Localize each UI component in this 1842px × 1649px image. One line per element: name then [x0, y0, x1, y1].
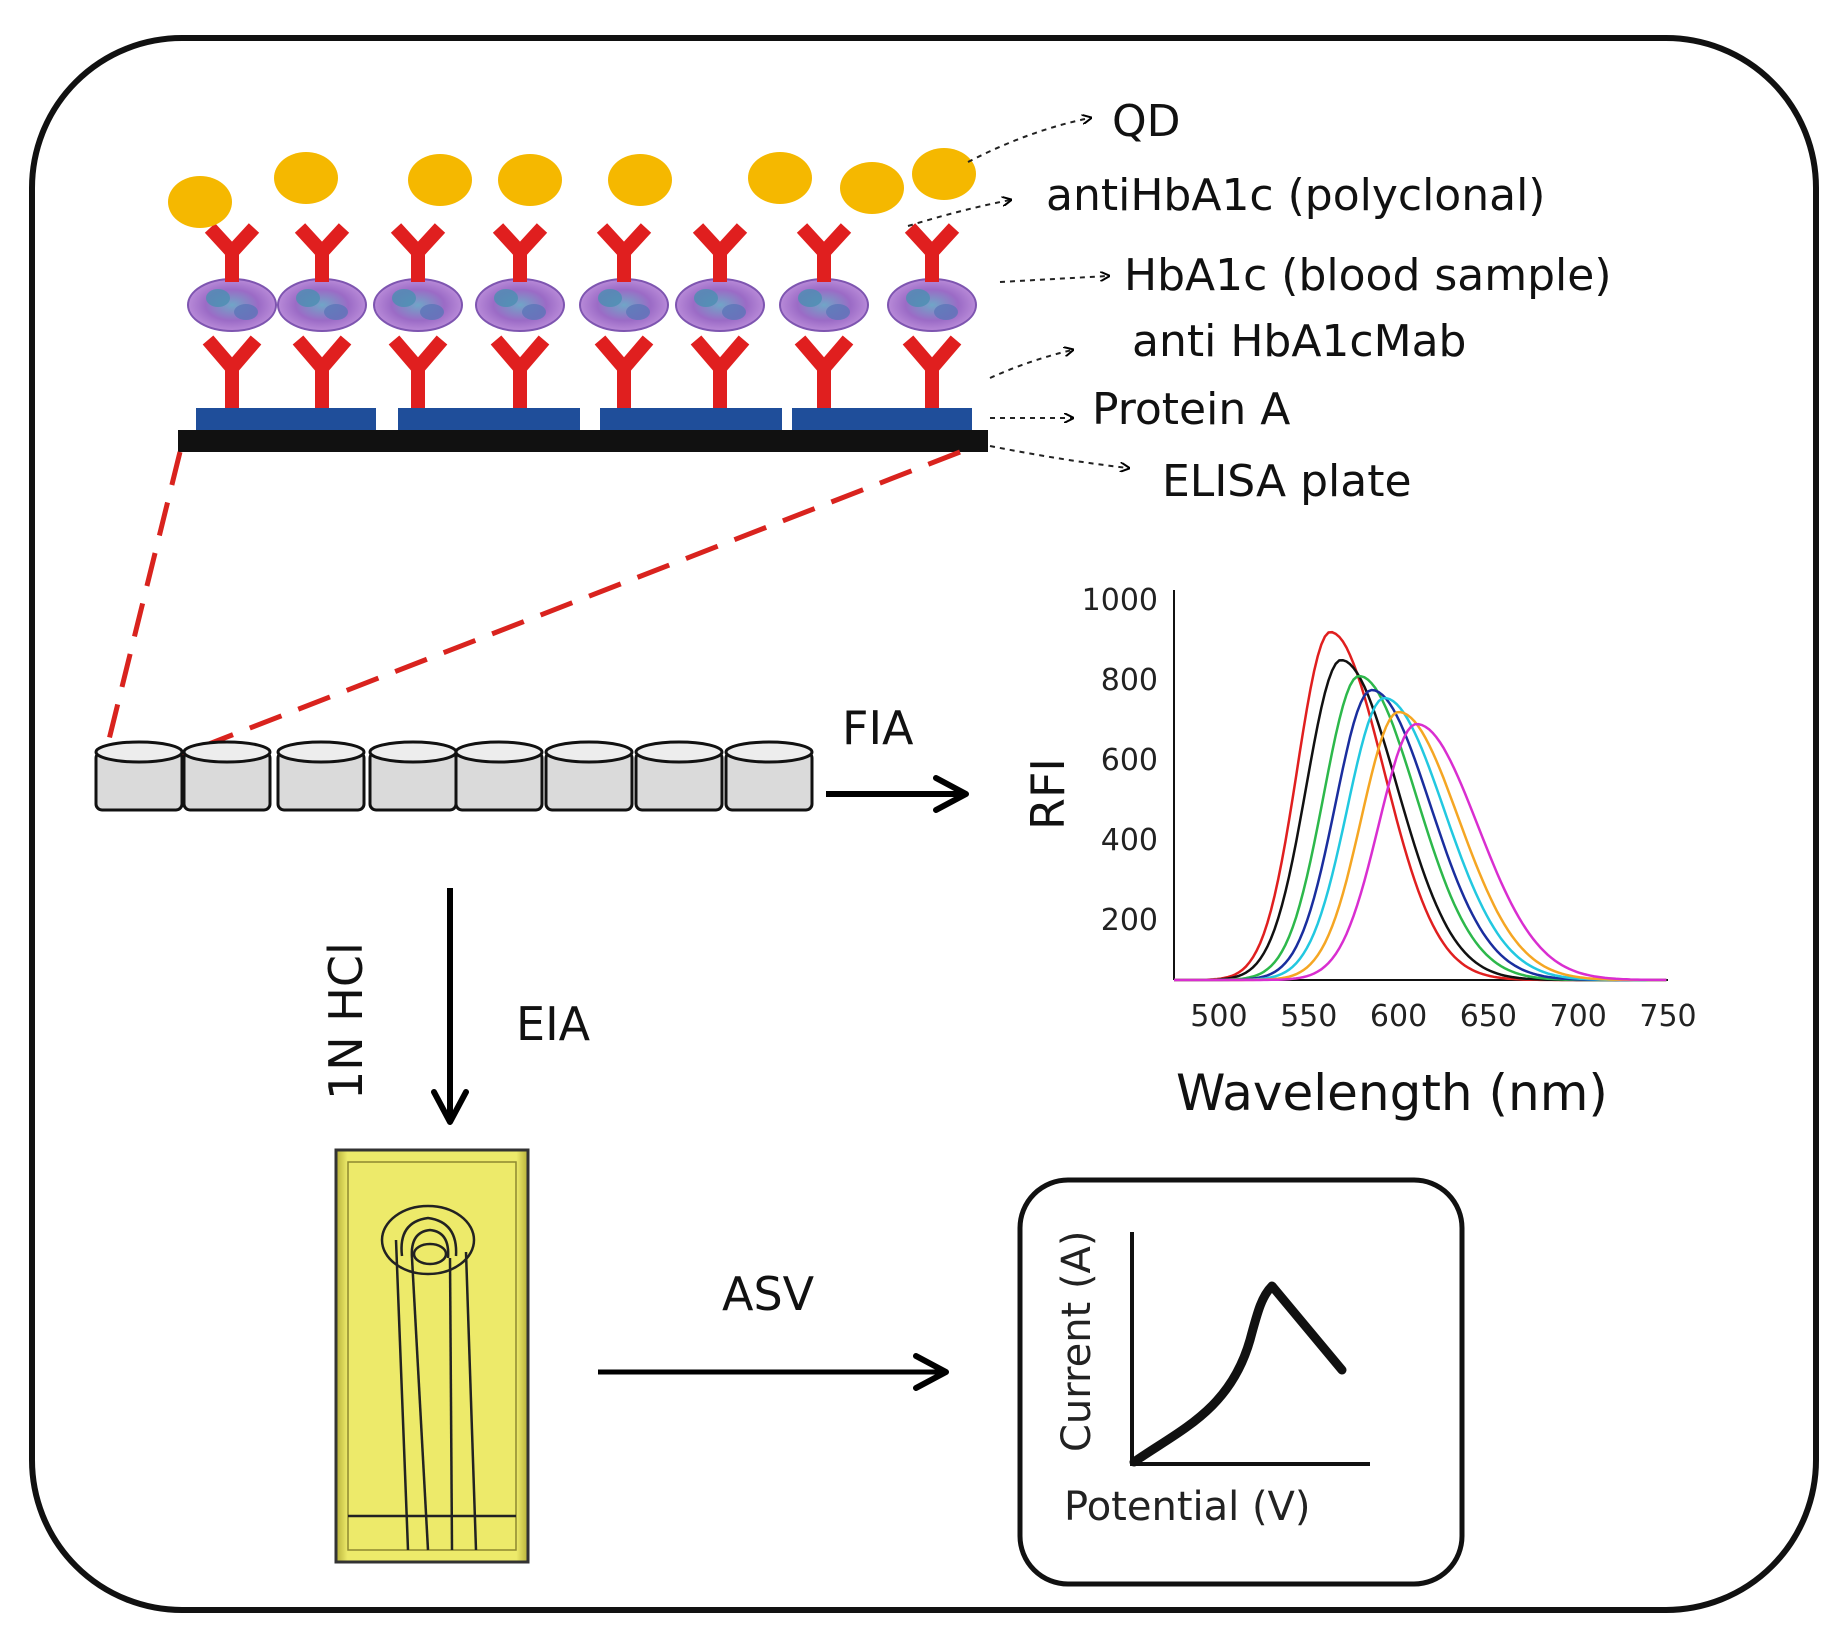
quantum-dot [748, 152, 812, 204]
voltammogram-y-label: Current (A) [1054, 1230, 1100, 1452]
x-tick-label: 550 [1280, 999, 1337, 1034]
protein-a-layer [196, 408, 972, 430]
quantum-dot [274, 152, 338, 204]
quantum-dot [840, 162, 904, 214]
monoclonal-antibody [794, 335, 854, 408]
quantum-dot [168, 176, 232, 228]
monoclonal-antibody [490, 335, 550, 408]
pointer-arrow-plate [989, 445, 1128, 468]
fluorescence-x-label: Wavelength (nm) [1176, 1064, 1608, 1122]
y-tick-label: 800 [1101, 663, 1158, 698]
quantum-dot [498, 154, 562, 206]
quantum-dot [608, 154, 672, 206]
polyclonal-antibody [390, 223, 446, 282]
hba1c-protein [187, 278, 277, 332]
polyclonal-antibody [796, 223, 852, 282]
protein-a-segment [792, 408, 972, 430]
label-hba1c-sample: HbA1c (blood sample) [1124, 250, 1612, 301]
elisa-well [634, 740, 724, 812]
voltammogram-panel: Current (A) Potential (V) [1017, 1177, 1465, 1587]
asv-label: ASV [722, 1267, 815, 1321]
elisa-well [544, 740, 634, 812]
hba1c-protein [475, 278, 565, 332]
polyclonal-antibody [294, 223, 350, 282]
fluorescence-series-line [1174, 722, 1667, 982]
x-tick-label: 500 [1190, 999, 1247, 1034]
fluorescence-series [1174, 630, 1667, 982]
voltammogram-peak-curve [1129, 1281, 1347, 1467]
y-tick-label: 200 [1101, 903, 1158, 938]
label-protein-a: Protein A [1092, 384, 1290, 435]
fluorescence-y-label: RFI [1021, 758, 1075, 830]
acid-label: 1N HCl [319, 942, 373, 1100]
monoclonal-antibody [902, 335, 962, 408]
label-qd: QD [1112, 96, 1181, 147]
pointer-arrow-polyclonal [907, 200, 1010, 227]
polyclonal-antibody [904, 223, 960, 282]
y-tick-label: 600 [1101, 743, 1158, 778]
hba1c-protein [579, 278, 669, 332]
label-monoclonal-antibody: anti HbA1cMab [1132, 316, 1466, 367]
voltammogram-x-label: Potential (V) [1064, 1484, 1311, 1530]
protein-a-segment [196, 408, 376, 430]
quantum-dot [408, 154, 472, 206]
fia-label: FIA [842, 701, 914, 755]
monoclonal-antibody [388, 335, 448, 408]
x-tick-label: 650 [1460, 999, 1517, 1034]
elisa-well-strip [94, 740, 814, 812]
protein-a-segment [398, 408, 580, 430]
protein-a-segment [600, 408, 782, 430]
hba1c-protein [887, 278, 977, 332]
antibody-stack [168, 148, 977, 408]
pointer-arrow-mab [989, 350, 1072, 379]
electrode-face [347, 1161, 517, 1551]
monoclonal-antibody [292, 335, 352, 408]
elisa-well [368, 740, 458, 812]
x-tick-label: 700 [1550, 999, 1607, 1034]
polyclonal-antibody [596, 223, 652, 282]
pointer-arrow-hba1c [999, 276, 1108, 283]
monoclonal-antibody [594, 335, 654, 408]
elisa-well [454, 740, 544, 812]
sandwich-assay-surface [168, 148, 988, 452]
working-electrode-rings [380, 1204, 476, 1276]
eia-label: EIA [516, 997, 591, 1051]
hba1c-protein [373, 278, 463, 332]
elisa-well [724, 740, 814, 812]
electrode-tracks [394, 1239, 478, 1551]
layer-pointer-arrows [907, 118, 1128, 468]
monoclonal-antibody [690, 335, 750, 408]
fluorescence-x-ticks: 500 550 600 650 700 750 [1190, 999, 1696, 1034]
x-tick-label: 600 [1370, 999, 1427, 1034]
zoom-line-right [177, 449, 961, 759]
elisa-well [182, 740, 272, 812]
polyclonal-antibody [492, 223, 548, 282]
layer-labels: QD antiHbA1c (polyclonal) HbA1c (blood s… [1046, 96, 1612, 507]
x-tick-label: 750 [1639, 999, 1696, 1034]
screen-printed-electrode [334, 1148, 530, 1564]
zoom-lines [97, 449, 961, 777]
elisa-well [94, 740, 184, 812]
polyclonal-antibody [692, 223, 748, 282]
monoclonal-antibody [202, 335, 262, 408]
hba1c-protein [675, 278, 765, 332]
fluorescence-y-ticks: 200 400 600 800 1000 [1082, 583, 1158, 938]
polyclonal-antibody [204, 223, 260, 282]
y-tick-label: 400 [1101, 823, 1158, 858]
hba1c-protein [277, 278, 367, 332]
label-elisa-plate: ELISA plate [1162, 456, 1412, 507]
hba1c-protein [779, 278, 869, 332]
label-polyclonal-antibody: antiHbA1c (polyclonal) [1046, 170, 1545, 221]
zoom-line-left [97, 451, 183, 777]
quantum-dot [912, 148, 976, 200]
elisa-well [276, 740, 366, 812]
elisa-plate-bar [178, 430, 988, 452]
y-tick-label: 1000 [1082, 583, 1158, 618]
